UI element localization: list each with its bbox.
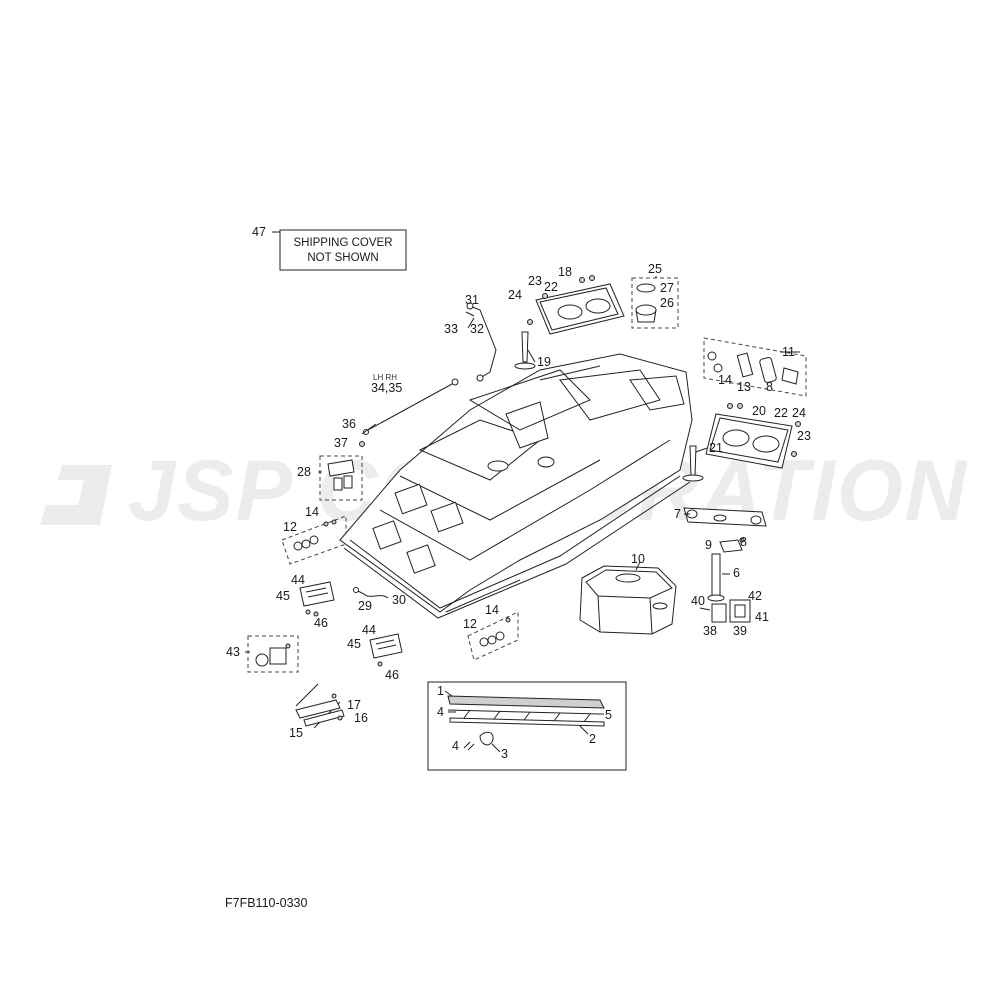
callout: 19 — [537, 355, 551, 369]
callout: 4 — [437, 705, 444, 719]
rub-rail-frame — [427, 681, 627, 771]
cooler-10-drawing — [579, 565, 677, 635]
bracket-8-9-drawing — [719, 537, 745, 553]
callout: 3 — [501, 747, 508, 761]
callout: 22 — [774, 406, 788, 420]
cup-tray-18-drawing — [527, 275, 625, 335]
callout: 2 — [589, 732, 596, 746]
step-pad-left-drawing — [299, 581, 335, 617]
rod-34-35-drawing — [359, 378, 459, 447]
callout: 38 — [703, 624, 717, 638]
callout: 46 — [314, 616, 328, 630]
note-line-2: NOT SHOWN — [307, 252, 378, 264]
callout: 45 — [276, 589, 290, 603]
callout: 14 — [305, 505, 319, 519]
note-line-1: SHIPPING COVER — [293, 237, 392, 249]
callout: 8 — [766, 380, 773, 394]
callout: 4 — [452, 739, 459, 753]
watermark-logo-mark — [40, 465, 112, 525]
note-box — [279, 229, 407, 271]
callout: 43 — [226, 645, 240, 659]
callout: 33 — [444, 322, 458, 336]
callout: 41 — [755, 610, 769, 624]
ladder-15-drawing — [295, 683, 345, 729]
callout-numbers: 31 33 32 23 24 22 18 25 27 26 19 34,35 1… — [226, 262, 811, 761]
side-label: LH RH — [373, 373, 397, 382]
light-kit-43-drawing — [247, 635, 299, 673]
callout: 10 — [631, 552, 645, 566]
callout: 27 — [660, 281, 674, 295]
leader-lines — [245, 276, 800, 753]
callout: 14 — [485, 603, 499, 617]
callout: 6 — [733, 566, 740, 580]
callout: 23 — [528, 274, 542, 288]
callout: 28 — [297, 465, 311, 479]
callout: 7 — [674, 507, 681, 521]
callout: 44 — [291, 573, 305, 587]
callout: 14 — [718, 373, 732, 387]
callout: 36 — [342, 417, 356, 431]
callout: 34,35 — [371, 381, 402, 395]
callout: 8 — [740, 535, 747, 549]
table-7-drawing — [683, 507, 767, 527]
callout: 12 — [283, 520, 297, 534]
callout: 29 — [358, 599, 372, 613]
cable-29-30-drawing — [353, 587, 389, 599]
callout: 45 — [347, 637, 361, 651]
callout: 31 — [465, 293, 479, 307]
boat-hull-drawing — [339, 353, 693, 619]
post-6-drawing — [707, 553, 725, 602]
cup-insert-25-drawing — [631, 277, 679, 329]
callout: 30 — [392, 593, 406, 607]
shipping-cover-note: 47 SHIPPING COVER NOT SHOWN — [252, 225, 407, 271]
callout: 24 — [508, 288, 522, 302]
latch-kit-11-drawing — [703, 337, 807, 397]
pedestal-21-drawing — [682, 445, 704, 482]
callout: 44 — [362, 623, 376, 637]
note-ref: 47 — [252, 225, 266, 239]
callout: 20 — [752, 404, 766, 418]
callout: 16 — [354, 711, 368, 725]
pedestal-19-drawing — [514, 331, 536, 370]
cup-tray-20-drawing — [705, 403, 801, 469]
callout: 12 — [463, 617, 477, 631]
callout: 37 — [334, 436, 348, 450]
callout: 5 — [605, 708, 612, 722]
callout: 46 — [385, 668, 399, 682]
callout: 26 — [660, 296, 674, 310]
callout: 11 — [782, 345, 795, 359]
callout: 40 — [691, 594, 705, 608]
callout: 42 — [748, 589, 762, 603]
grab-handle-drawing — [465, 302, 497, 382]
rub-rail-box — [427, 681, 627, 771]
callout: 15 — [289, 726, 303, 740]
callout: 32 — [470, 322, 484, 336]
callout: 1 — [437, 684, 444, 698]
hinge-kit-upper-drawing — [281, 515, 347, 565]
callout: 23 — [797, 429, 811, 443]
callout: 18 — [558, 265, 572, 279]
figure-code: F7FB110-0330 — [225, 896, 308, 910]
hinge-kit-lower-drawing — [467, 611, 519, 661]
callout: 9 — [705, 538, 712, 552]
callout: 17 — [347, 698, 361, 712]
callout: 13 — [737, 380, 751, 394]
plates-38-42-drawing — [699, 599, 751, 623]
bracket-28-drawing — [319, 455, 363, 501]
callout: 22 — [544, 280, 558, 294]
step-pad-right-drawing — [369, 633, 403, 667]
callout: 24 — [792, 406, 806, 420]
callout: 39 — [733, 624, 747, 638]
callout: 25 — [648, 262, 662, 276]
callout: 21 — [709, 441, 723, 455]
